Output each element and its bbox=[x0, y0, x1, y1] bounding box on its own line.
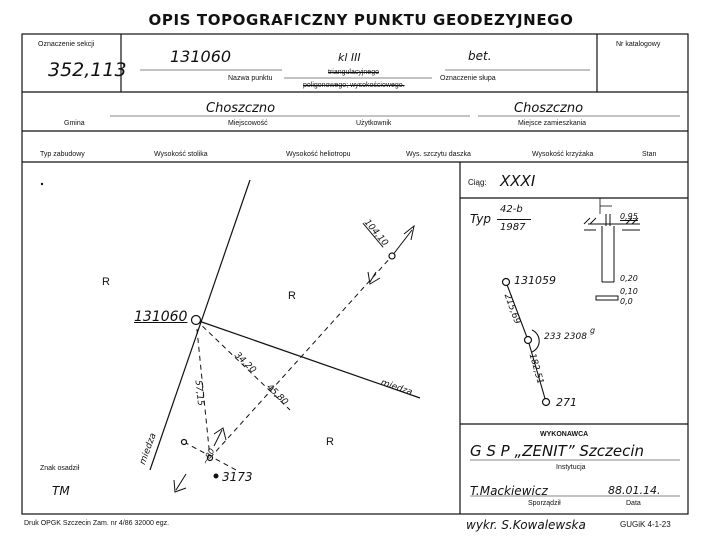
point-name-value: 131060 bbox=[170, 47, 232, 66]
area-label-r2: R bbox=[288, 290, 296, 302]
traverse-point-mid-suffix: g bbox=[590, 326, 596, 335]
traverse-label: Ciąg: bbox=[468, 178, 487, 187]
point-type-line1: triangulacyjnego bbox=[328, 69, 379, 76]
print-note: Druk OPGK Szczecin Zam. nr 4/86 32000 eg… bbox=[24, 520, 170, 527]
type-year: 1987 bbox=[500, 222, 526, 233]
catalog-label: Nr katalogowy bbox=[616, 41, 661, 48]
traverse-value: XXXI bbox=[500, 172, 536, 190]
traverse-point-bottom: 271 bbox=[556, 396, 577, 409]
contractor-label: WYKONAWCA bbox=[540, 431, 589, 438]
ground-mark-value: TM bbox=[52, 484, 70, 498]
area-label-r1: R bbox=[102, 276, 110, 288]
section-value: 352,113 bbox=[48, 59, 127, 81]
cross-height-label: Wysokość krzyżaka bbox=[532, 151, 594, 158]
user-label: Użytkownik bbox=[356, 120, 392, 127]
prepared-label: Sporządził bbox=[528, 500, 561, 507]
roof-height-label: Wys. szczytu daszka bbox=[406, 151, 471, 158]
institution-label: Instytucja bbox=[556, 464, 586, 471]
point-name-label: Nazwa punktu bbox=[228, 75, 273, 82]
type-value: 42-b bbox=[500, 204, 523, 215]
form-code: GUGiK 4-1-23 bbox=[620, 520, 671, 529]
type-label: Typ bbox=[470, 212, 492, 226]
class-value: kl III bbox=[338, 51, 361, 64]
form-title: OPIS TOPOGRAFICZNY PUNKTU GEODEZYJNEGO bbox=[148, 11, 574, 29]
heliotrope-height-label: Wysokość heliotropu bbox=[286, 151, 351, 158]
type-divider bbox=[497, 219, 531, 220]
locality-value: Choszczno bbox=[206, 101, 276, 116]
section-label: Oznaczenie sekcji bbox=[38, 41, 95, 48]
status-label: Stan bbox=[642, 151, 657, 158]
point-3173-label: 3173 bbox=[222, 470, 253, 484]
monument-top-depth: 0,95 bbox=[620, 212, 638, 221]
table-height-label: Wysokość stolika bbox=[154, 151, 208, 158]
date-label: Data bbox=[626, 500, 641, 507]
building-type-label: Typ zabudowy bbox=[40, 151, 85, 158]
drawn-by: wykr. S.Kowalewska bbox=[466, 518, 586, 532]
date-value: 88.01.14. bbox=[608, 484, 661, 497]
main-point-label: 131060 bbox=[134, 309, 188, 325]
monument-depth-2: 0,10 bbox=[620, 287, 638, 296]
pole-value: bet. bbox=[468, 49, 492, 63]
location-value: Choszczno bbox=[514, 101, 584, 116]
location-label: Miejsce zamieszkania bbox=[518, 120, 587, 127]
traverse-point-top: 131059 bbox=[514, 274, 556, 287]
prepared-value: T.Mackiewicz bbox=[470, 484, 548, 498]
locality-label: Miejscowość bbox=[228, 120, 268, 127]
point-type-line2: poligonowego; wysokościowego. bbox=[303, 82, 405, 89]
ground-mark-label: Znak osadził bbox=[40, 465, 80, 472]
area-label-r3: R bbox=[326, 436, 334, 448]
traverse-point-mid: 233 2308 bbox=[544, 332, 587, 342]
monument-depth-3: 0,0 bbox=[620, 297, 633, 306]
contractor-value: G S P „ZENIT” Szczecin bbox=[470, 442, 645, 460]
commune-label: Gmina bbox=[64, 120, 85, 127]
monument-depth-1: 0,20 bbox=[620, 274, 638, 283]
pole-label: Oznaczenie słupa bbox=[440, 75, 496, 82]
